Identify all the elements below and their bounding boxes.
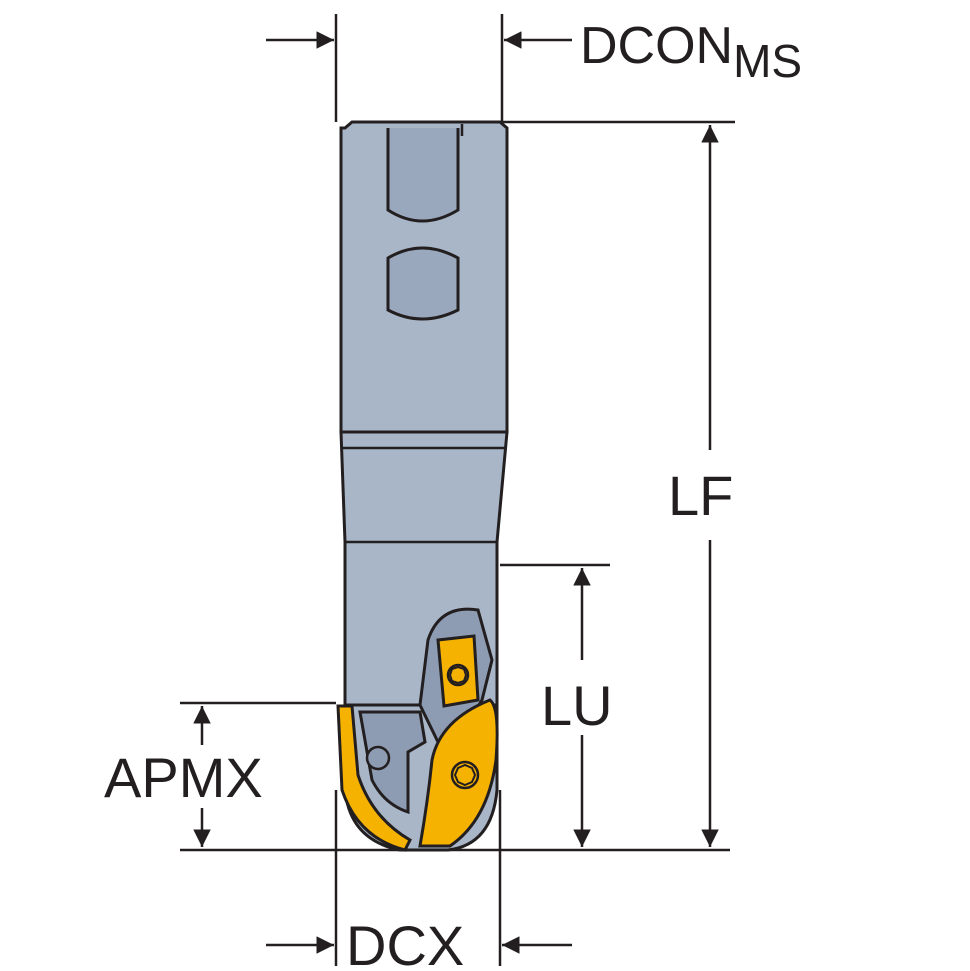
dimension-labels: DCONMS LF LU APMX DCX (104, 17, 802, 971)
insert-seat (358, 710, 427, 815)
torx-icon (448, 665, 468, 685)
dcon-subscript-text: MS (733, 35, 802, 87)
lf-label: LF (668, 464, 733, 527)
torx-icon-2 (453, 763, 477, 787)
dimension-lines (180, 14, 735, 966)
dcon-main-text: DCON (580, 17, 733, 75)
upper-insert-screw-icon (446, 663, 470, 687)
shank-flat-slot (386, 128, 460, 223)
tool-body (336, 120, 509, 852)
coolant-hole-icon (365, 745, 391, 771)
shank-pocket (386, 246, 460, 321)
lu-label: LU (541, 674, 613, 737)
apmx-label: APMX (104, 746, 263, 809)
left-insert (336, 704, 412, 852)
dcx-label: DCX (346, 914, 464, 971)
dcon-label: DCONMS (580, 17, 802, 87)
